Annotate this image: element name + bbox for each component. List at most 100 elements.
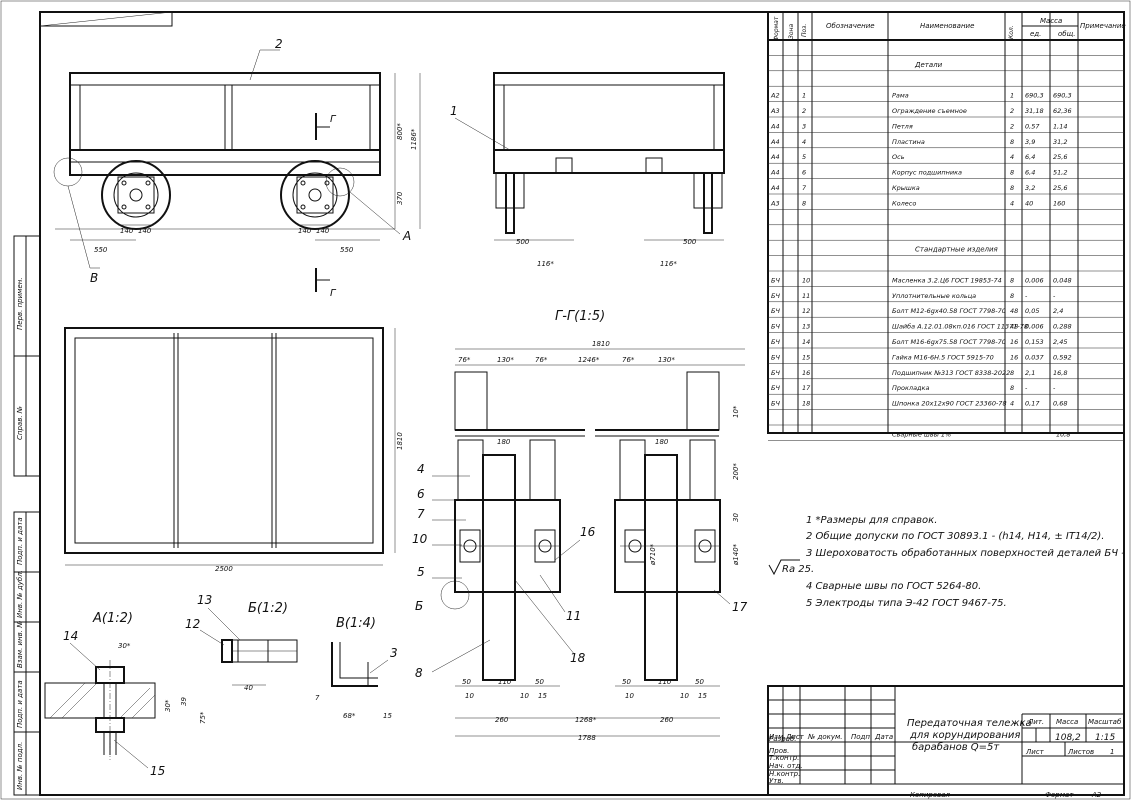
balloon-11: 11 xyxy=(566,609,581,623)
tb-nachotd: Нач. отд. xyxy=(769,762,803,770)
cut-g-top: Г xyxy=(330,114,337,125)
tb-doc: № докум. xyxy=(807,733,843,741)
dim-sec-15b: 15 xyxy=(698,692,707,700)
balloon-13: 13 xyxy=(197,593,212,607)
dim-front-140a: 140 xyxy=(120,227,134,235)
note-1: 1 *Размеры для справок. xyxy=(806,515,937,526)
dim-sec-1246: 1246* xyxy=(578,356,600,364)
spec-cell-mass-total: 0,592 xyxy=(1053,353,1072,361)
tb-list: Лист xyxy=(785,733,805,741)
spec-cell-pos: 7 xyxy=(802,184,807,192)
dim-top-1810: 1810 xyxy=(396,432,404,450)
dim-sec-50d: 50 xyxy=(695,678,704,686)
dim-sec-76c: 76* xyxy=(622,356,635,364)
dim-side-116b: 116* xyxy=(660,260,677,268)
spec-cell-mass-total: 0,048 xyxy=(1053,276,1072,284)
spec-cell-pos: 12 xyxy=(802,307,810,315)
spec-cell-mass-total: 31,2 xyxy=(1053,138,1067,146)
dim-sec-710: ø710* xyxy=(649,543,657,566)
spec-cell-pos: 16 xyxy=(802,369,810,377)
spec-cell-pos: 11 xyxy=(802,292,810,300)
spec-cell-format: БЧ xyxy=(771,384,780,392)
tb-mass: Масса xyxy=(1056,718,1078,726)
call-a: А xyxy=(402,229,411,243)
cut-g-bottom: Г xyxy=(330,288,337,299)
spec-cell-format: БЧ xyxy=(771,338,780,346)
spec-cell-name: Ограждение съемное xyxy=(892,107,967,115)
tb-lit: Лит. xyxy=(1027,718,1044,726)
spec-cell-format: А3 xyxy=(770,199,780,207)
detail-b: Б(1:2) 40 13 12 xyxy=(185,593,298,692)
tb-copied: Копировал xyxy=(910,791,951,799)
spec-cell-pos: 13 xyxy=(802,323,810,331)
spec-section-title: Стандартные изделия xyxy=(915,246,998,254)
dim-sec-10d: 10 xyxy=(680,692,689,700)
spec-cell-qty: 2 xyxy=(1010,122,1014,130)
dim-da-30b: 30* xyxy=(164,699,172,712)
balloon-18: 18 xyxy=(570,651,586,665)
dim-dv-15: 15 xyxy=(383,712,392,720)
spec-cell-format: А3 xyxy=(770,107,780,115)
balloon-14: 14 xyxy=(63,629,78,643)
dim-front-800: 800* xyxy=(396,123,404,140)
margin-podp2: Подп. и дата xyxy=(16,680,24,728)
balloon-2: 2 xyxy=(275,37,283,51)
tb-nkontr: Н.контр. xyxy=(769,770,800,778)
spec-cell-name: Пластина xyxy=(892,138,925,146)
spec-cell-format: БЧ xyxy=(771,369,780,377)
technical-notes: 1 *Размеры для справок. 2 Общие допуски … xyxy=(768,515,1125,609)
spec-cell-mass-total: 0,68 xyxy=(1053,400,1067,408)
dim-sec-30: 30 xyxy=(732,513,740,522)
tb-scale: Масштаб xyxy=(1088,718,1122,726)
spec-cell-mass-unit: 0,006 xyxy=(1025,276,1044,284)
spec-cell-mass-unit: 3,2 xyxy=(1025,184,1035,192)
spec-cell-pos: 14 xyxy=(802,338,810,346)
dim-sec-260a: 260 xyxy=(495,716,509,724)
spec-cell-pos: 4 xyxy=(802,138,806,146)
spec-cell-mass-unit: 6,4 xyxy=(1025,169,1035,177)
spec-cell-mass-total: 160 xyxy=(1053,199,1065,207)
dim-front-550a: 550 xyxy=(94,246,108,254)
tb-tkontr: Т.контр. xyxy=(769,754,799,762)
dim-front-140b: 140 xyxy=(138,227,152,235)
tb-izm: Изм. xyxy=(769,733,785,741)
tb-razrab: Разраб. xyxy=(769,735,797,743)
tb-utv: Утв. xyxy=(769,777,784,785)
spec-cell-qty: 4 xyxy=(1010,199,1014,207)
spec-cell-name: Шайба А.12.01.08кп.016 ГОСТ 11371-78 xyxy=(892,323,1028,331)
spec-header-qty: Кол. xyxy=(1008,25,1015,39)
dim-db-40: 40 xyxy=(244,684,253,692)
spec-cell-qty: 16 xyxy=(1010,338,1018,346)
spec-cell-mass-unit: 31,18 xyxy=(1025,107,1044,115)
spec-cell-format: БЧ xyxy=(771,400,780,408)
spec-cell-qty: 8 xyxy=(1010,292,1014,300)
tb-mass-value: 108,2 xyxy=(1055,733,1081,743)
spec-cell-pos: 2 xyxy=(802,107,806,115)
spec-header-mass-total: общ. xyxy=(1058,30,1075,38)
dim-front-1186: 1186* xyxy=(410,128,418,150)
spec-cell-mass-unit: 0,17 xyxy=(1025,400,1040,408)
dim-sec-110a: 110 xyxy=(498,678,512,686)
spec-header-note: Примечание xyxy=(1080,22,1126,30)
tb-sheets: Листов xyxy=(1067,748,1094,756)
spec-cell-qty: 2 xyxy=(1010,107,1014,115)
spec-cell-format: А4 xyxy=(770,138,780,146)
call-b: Б xyxy=(415,599,423,613)
spec-cell-format: БЧ xyxy=(771,276,780,284)
tb-title-2: для корундирования xyxy=(909,730,1020,741)
left-margin-stamp: Перв. примен. Справ. № Подп. и дата Инв.… xyxy=(13,235,41,796)
spec-cell-mass-total: 1,14 xyxy=(1053,122,1067,130)
detail-v-title: В(1:4) xyxy=(336,616,376,631)
spec-cell-name: Корпус подшипника xyxy=(892,169,962,177)
spec-cell-mass-total: - xyxy=(1053,292,1056,300)
spec-cell-qty: 8 xyxy=(1010,169,1014,177)
spec-cell-mass-total: 0,288 xyxy=(1053,323,1072,331)
balloon-12: 12 xyxy=(185,617,200,631)
spec-cell-mass-total: 16,8 xyxy=(1053,369,1067,377)
dim-sec-180b: 180 xyxy=(655,438,669,446)
spec-cell-name: Гайка М16-6Н.5 ГОСТ 5915-70 xyxy=(892,353,994,361)
spec-cell-name: Ось xyxy=(892,153,905,161)
dim-sec-200: 200* xyxy=(732,463,740,480)
